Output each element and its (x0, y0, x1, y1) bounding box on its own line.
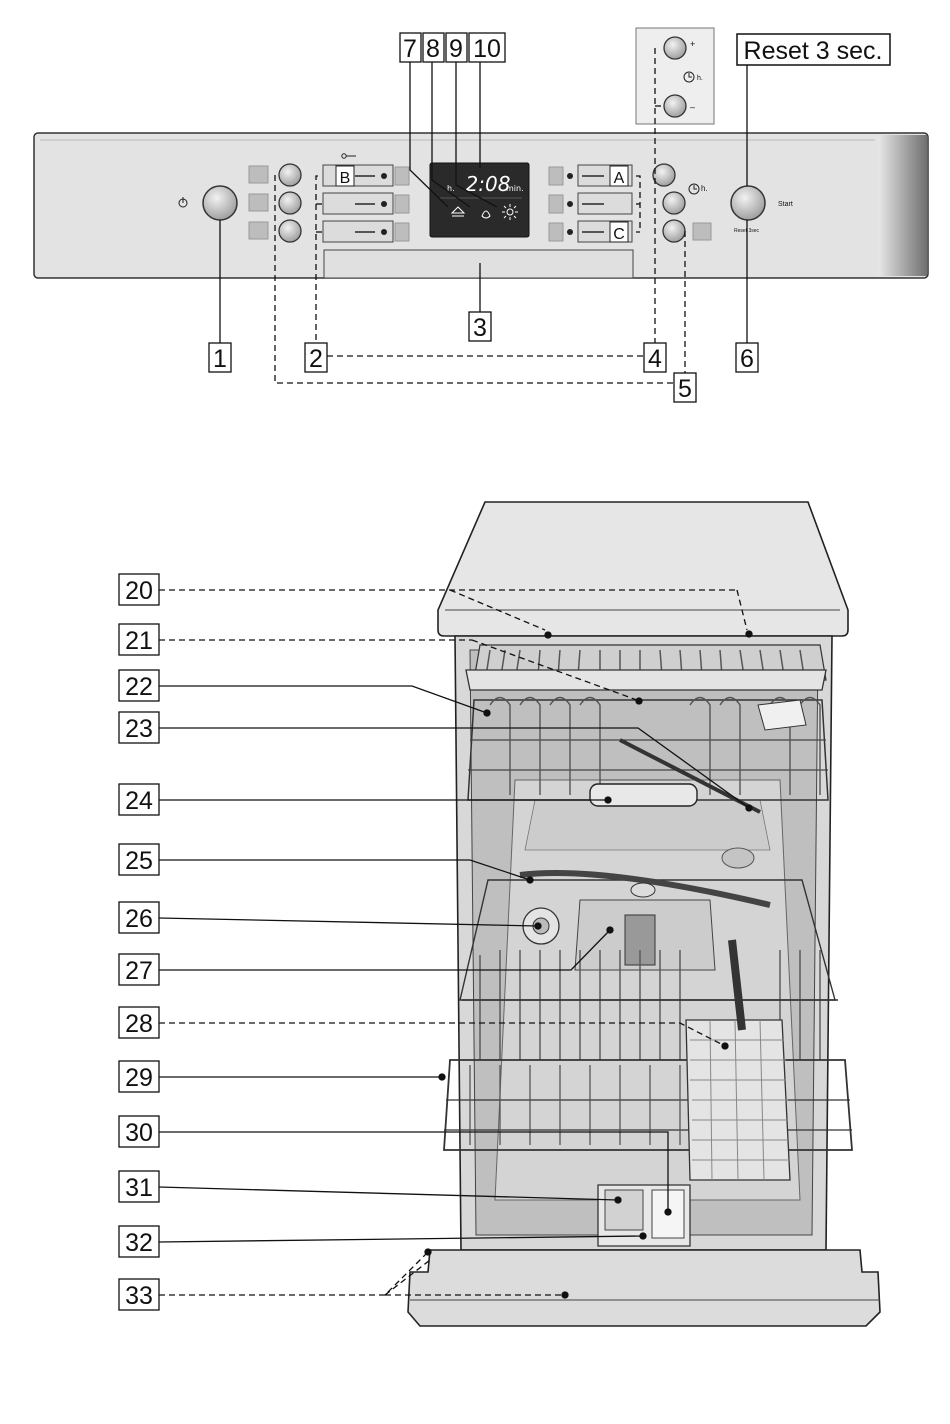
svg-text:30: 30 (125, 1119, 153, 1147)
svg-text:h.: h. (697, 75, 703, 82)
svg-text:24: 24 (125, 787, 153, 815)
dishwasher-illustration (408, 502, 880, 1326)
svg-text:5: 5 (678, 375, 692, 403)
machine-callout-28: 28 (119, 1007, 159, 1038)
timer-inset: + – h. (636, 28, 714, 124)
panel-callout-4: 4 (644, 343, 666, 373)
start-button[interactable] (731, 186, 765, 220)
control-panel: B h. 2:08 min. (34, 133, 928, 278)
svg-text:27: 27 (125, 957, 153, 985)
svg-text:10: 10 (473, 35, 501, 63)
svg-text:6: 6 (740, 345, 754, 373)
svg-text:–: – (690, 102, 695, 112)
machine-callout-21: 21 (119, 624, 159, 655)
svg-text:21: 21 (125, 627, 153, 655)
machine-callout-22: 22 (119, 670, 159, 701)
svg-text:20: 20 (125, 577, 153, 605)
machine-callout-23: 23 (119, 712, 159, 743)
machine-callout-26: 26 (119, 902, 159, 933)
svg-text:33: 33 (125, 1282, 153, 1310)
svg-text:7: 7 (403, 35, 417, 63)
machine-callout-30: 30 (119, 1116, 159, 1147)
svg-text:28: 28 (125, 1010, 153, 1038)
lcd-display: h. 2:08 min. (430, 163, 529, 237)
machine-callout-27: 27 (119, 954, 159, 985)
svg-text:min.: min. (506, 184, 524, 193)
panel-callout-10: 10 (469, 33, 505, 63)
option-buttons-left[interactable] (279, 164, 301, 242)
panel-callout-6: 6 (736, 343, 758, 373)
svg-text:B: B (340, 170, 351, 187)
program-letter-a: A (610, 166, 628, 187)
svg-text:8: 8 (426, 35, 440, 63)
svg-text:32: 32 (125, 1229, 153, 1257)
svg-text:3: 3 (473, 314, 487, 342)
power-button[interactable] (203, 186, 237, 220)
svg-text:31: 31 (125, 1174, 153, 1202)
svg-text:A: A (614, 170, 625, 187)
panel-callout-8: 8 (423, 33, 444, 63)
panel-callout-3: 3 (469, 312, 491, 342)
machine-callout-25: 25 (119, 844, 159, 875)
svg-text:22: 22 (125, 673, 153, 701)
option-indicators-left (249, 166, 268, 239)
time-readout: 2:08 (466, 172, 511, 196)
panel-callout-5: 5 (674, 373, 696, 403)
svg-text:1: 1 (213, 345, 227, 373)
svg-text:Reset 3 sec.: Reset 3 sec. (744, 37, 883, 65)
front-display-strip (324, 250, 633, 278)
machine-callout-29: 29 (119, 1061, 159, 1092)
timer-plus-button[interactable] (664, 37, 686, 59)
svg-text:C: C (613, 226, 625, 243)
svg-text:4: 4 (648, 345, 662, 373)
panel-callout-9: 9 (446, 33, 467, 63)
svg-text:29: 29 (125, 1064, 153, 1092)
machine-callout-24: 24 (119, 784, 159, 815)
panel-callout-2: 2 (305, 343, 327, 373)
program-letter-b: B (336, 166, 354, 187)
machine-callouts: 20 21 22 23 24 25 26 27 28 29 30 31 32 3… (119, 574, 159, 1310)
timer-indicator (693, 223, 711, 240)
panel-callout-1: 1 (209, 343, 231, 373)
machine-callout-20: 20 (119, 574, 159, 605)
timer-minus-button[interactable] (664, 95, 686, 117)
start-label: Start (778, 201, 793, 208)
svg-text:23: 23 (125, 715, 153, 743)
svg-text:h.: h. (701, 184, 708, 193)
svg-text:25: 25 (125, 847, 153, 875)
machine-callout-32: 32 (119, 1226, 159, 1257)
machine-callout-31: 31 (119, 1171, 159, 1202)
program-letter-c: C (610, 222, 628, 243)
svg-text:9: 9 (449, 35, 463, 63)
machine-callout-33: 33 (119, 1279, 159, 1310)
svg-text:+: + (690, 39, 695, 49)
reset-label-box: Reset 3 sec. (737, 34, 890, 65)
svg-text:2: 2 (309, 345, 323, 373)
svg-text:26: 26 (125, 905, 153, 933)
panel-callout-7: 7 (400, 33, 421, 63)
